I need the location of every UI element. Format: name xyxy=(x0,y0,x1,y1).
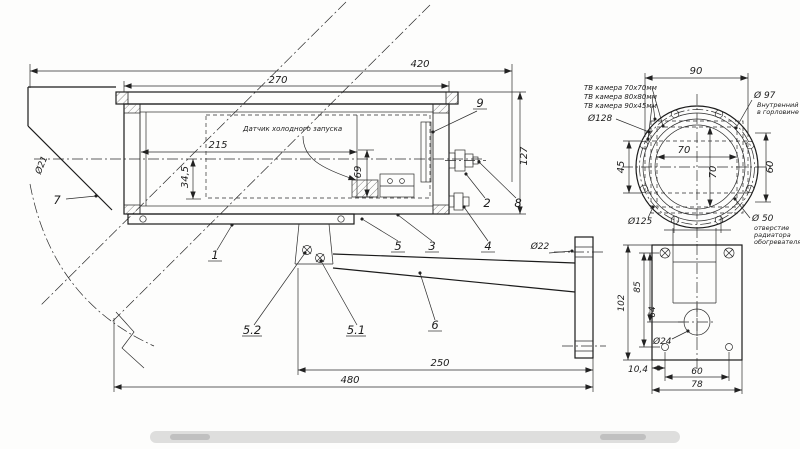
left-support-structure xyxy=(27,86,116,211)
dim-24-label: Ø24 xyxy=(652,336,672,347)
callout-4: 4 xyxy=(484,239,491,253)
callout-leaders xyxy=(65,108,517,337)
callout-5-2: 5.2 xyxy=(243,323,261,337)
dim-102-label: 102 xyxy=(617,294,627,311)
callout-3: 3 xyxy=(428,239,435,253)
dim-250-label: 250 xyxy=(430,358,449,369)
dim-60-bracket-label: 60 xyxy=(691,367,703,377)
dim-85-label: 85 xyxy=(633,281,643,293)
callout-8: 8 xyxy=(514,196,521,210)
dim-78: 78 xyxy=(651,360,743,394)
dim-34_5-label: 34,5 xyxy=(180,166,191,188)
scan-artifact-bar xyxy=(150,431,680,443)
note-camera-80x80: ТВ камера 80х80мм xyxy=(584,93,658,101)
callout-9: 9 xyxy=(476,96,483,110)
dim-64-label: 64 xyxy=(648,306,658,318)
dim-480: 480 xyxy=(113,318,594,392)
dim-215: 215 xyxy=(141,140,357,155)
dim-420-label: 420 xyxy=(410,59,429,70)
note-camera-90x45: ТВ камера 90х45мм xyxy=(584,102,658,110)
dim-22-label: Ø22 xyxy=(530,241,550,252)
dim-22: Ø22 xyxy=(530,241,574,254)
callout-5-1: 5.1 xyxy=(347,323,365,337)
dim-90-label: 90 xyxy=(690,66,703,77)
dim-45: 45 xyxy=(616,140,641,194)
dim-250: 250 xyxy=(297,268,594,375)
dim-21-label: Ø21 xyxy=(33,154,51,176)
dim-21: Ø21 xyxy=(33,154,51,176)
phantom-rotated-housing-lines xyxy=(29,1,431,347)
dim-127-label: 127 xyxy=(519,146,530,166)
dim-45-label: 45 xyxy=(616,161,627,174)
note-97-line1: Внутренний xyxy=(757,101,798,109)
callout-5: 5 xyxy=(394,239,401,253)
callout-6: 6 xyxy=(431,318,438,332)
dim-70-horizontal: 70 xyxy=(657,145,737,160)
front-view-notes: ТВ камера 70х70мм ТВ камера 80х80мм ТВ к… xyxy=(584,84,800,246)
bracket-arm xyxy=(332,253,576,293)
camera-housing-side-view xyxy=(115,91,459,215)
callout-2: 2 xyxy=(483,196,490,210)
cold-start-sensor-note: Датчик холодного запуска xyxy=(242,125,357,181)
dim-69: 69 xyxy=(353,149,374,198)
dim-10_4: 10,4 xyxy=(628,352,666,381)
dim-69-label: 69 xyxy=(353,166,364,179)
dim-480-label: 480 xyxy=(340,375,359,386)
dim-70-vertical: 70 xyxy=(707,126,719,207)
callout-numbers: 7 1 5 3 4 2 8 9 5.2 5.1 6 xyxy=(53,96,521,337)
dim-127: 127 xyxy=(449,91,530,215)
dim-128-label: Ø128 xyxy=(587,113,613,124)
dim-70h-label: 70 xyxy=(678,145,691,156)
dim-215-label: 215 xyxy=(208,140,227,151)
pivot-bracket xyxy=(294,223,334,265)
note-50-line3: обогревателя xyxy=(754,238,800,246)
dim-97-label: Ø 97 xyxy=(753,90,776,101)
note-camera-70x70: ТВ камера 70х70мм xyxy=(584,84,658,92)
dim-24: Ø24 xyxy=(652,329,690,347)
camera-front-view xyxy=(622,94,772,242)
cold-start-sensor-label: Датчик холодного запуска xyxy=(242,125,342,133)
dim-90: 90 xyxy=(644,66,749,137)
dim-420: 420 xyxy=(29,59,513,182)
note-50-line1: отверстие xyxy=(754,224,789,232)
callout-1: 1 xyxy=(211,248,218,262)
mounting-rail xyxy=(127,213,355,225)
cable-gland-top xyxy=(445,149,486,172)
dim-10_4-label: 10,4 xyxy=(628,365,648,375)
dim-60-front: 60 xyxy=(755,132,776,203)
wall-plate-side-view xyxy=(554,236,606,359)
dim-85: 85 xyxy=(633,252,660,348)
dim-50-label: Ø 50 xyxy=(751,213,774,224)
dim-34_5: 34,5 xyxy=(180,159,201,200)
dim-270: 270 xyxy=(123,75,450,92)
dim-270-label: 270 xyxy=(268,75,287,86)
dim-102: 102 xyxy=(617,244,652,361)
note-97-line2: в горловине xyxy=(757,108,799,116)
dim-60-bracket: 60 xyxy=(665,352,730,381)
dim-78-label: 78 xyxy=(691,380,703,390)
bracket-rear-view xyxy=(651,228,743,372)
note-50-line2: радиатора xyxy=(753,231,791,239)
cable-gland-bottom xyxy=(448,192,470,211)
dim-125-label: Ø125 xyxy=(627,216,653,227)
dim-60-front-label: 60 xyxy=(765,161,776,174)
dim-64: 64 xyxy=(647,253,683,323)
break-line xyxy=(115,311,145,369)
callout-7: 7 xyxy=(53,193,61,207)
dim-70v-label: 70 xyxy=(708,166,719,179)
